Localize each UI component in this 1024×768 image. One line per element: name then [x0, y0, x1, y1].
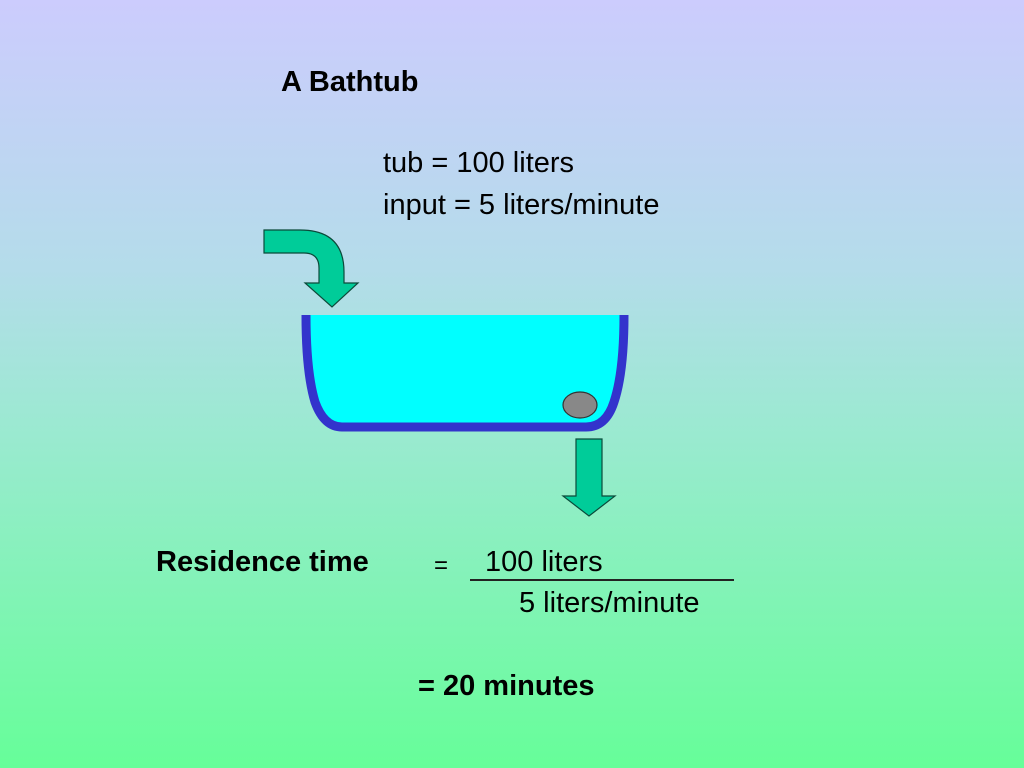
formula-numerator: 100 liters	[485, 546, 603, 578]
bathtub-icon	[301, 314, 629, 432]
inflow-arrow-icon	[263, 229, 360, 308]
formula-equals-sign: =	[434, 552, 449, 579]
formula-label: Residence time	[156, 546, 369, 578]
slide-title: A Bathtub	[281, 66, 419, 98]
formula-denominator: 5 liters/minute	[519, 587, 700, 619]
given-input-rate: input = 5 liters/minute	[383, 189, 660, 221]
drain-plug-icon	[562, 391, 598, 419]
formula-result: = 20 minutes	[418, 670, 595, 702]
outflow-arrow-icon	[561, 438, 617, 517]
given-tub-volume: tub = 100 liters	[383, 147, 575, 179]
fraction-bar	[470, 579, 734, 581]
